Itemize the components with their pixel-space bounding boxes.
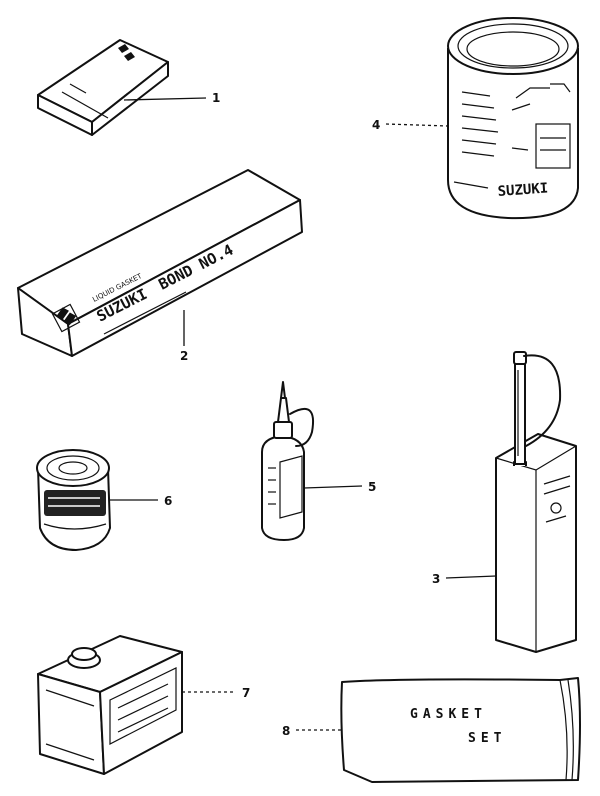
gasket-line-1: GASKET	[410, 707, 487, 722]
callout-5: 5	[368, 480, 376, 494]
part-5-bottle: 5	[261, 381, 376, 541]
callout-6: 6	[164, 494, 172, 508]
callout-2: 2	[180, 349, 188, 363]
tin-cap-icon	[67, 647, 101, 669]
callout-7: 7	[242, 686, 250, 700]
part-8-gasket-set: GASKET SET 8	[282, 677, 581, 783]
part-6-small-can: 6	[36, 449, 172, 551]
suzuki-logo-icon	[118, 44, 135, 61]
part-1-small-box: 1	[37, 39, 220, 136]
part-2-bond-box: LIQUID GASKET SUZUKI BOND NO.4 2	[17, 169, 303, 363]
suzuki-logo-icon	[51, 303, 81, 333]
callout-3: 3	[432, 572, 440, 586]
callout-4: 4	[372, 118, 380, 132]
can-brand-text: SUZUKI	[497, 181, 549, 200]
part-3-spout-tin: 3	[432, 351, 577, 653]
callout-8: 8	[282, 724, 290, 738]
callout-1: 1	[212, 91, 220, 105]
can-label-print	[453, 83, 571, 189]
gasket-line-2: SET	[468, 731, 506, 746]
spout-icon	[513, 351, 562, 466]
part-4-large-can: SUZUKI 4	[372, 17, 579, 220]
part-7-rect-tin: 7	[37, 635, 250, 775]
